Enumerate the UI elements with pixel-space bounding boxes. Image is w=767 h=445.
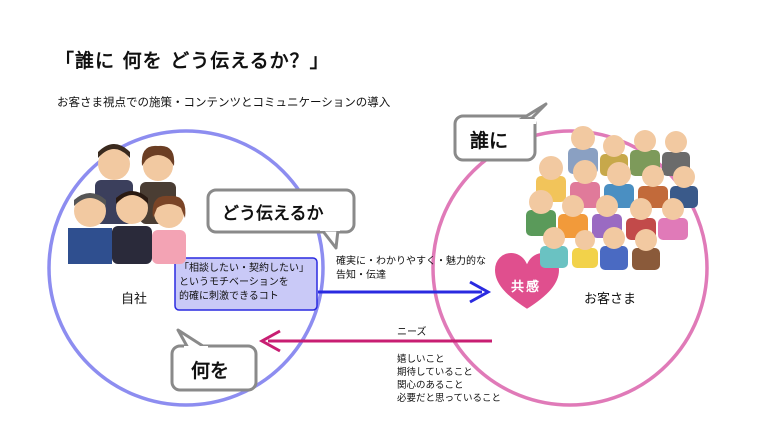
- what-bubble: [170, 328, 258, 392]
- motivation-line: 的確に刺激できるコト: [179, 291, 279, 302]
- delivery-line: 告知・伝達: [336, 270, 386, 281]
- motivation-text: 「相談したい・契約したい」 というモチベーションを 的確に刺激できるコト: [179, 262, 315, 304]
- customer-crowd-icon: [526, 126, 698, 270]
- delivery-text: 確実に・わかりやすく・魅力的な 告知・伝達: [336, 255, 486, 283]
- self-label: 自社: [121, 292, 148, 307]
- motivation-line: 「相談したい・契約したい」: [179, 263, 309, 274]
- customer-label: お客さま: [584, 292, 637, 307]
- delivery-arrow: [318, 280, 492, 304]
- what-bubble-label: 何を: [191, 360, 230, 382]
- self-circle: [47, 129, 325, 407]
- needs-item: 期待していること: [397, 367, 473, 378]
- who-bubble-label: 誰に: [470, 130, 509, 152]
- needs-item: 必要だと思っていること: [397, 393, 502, 404]
- delivery-line: 確実に・わかりやすく・魅力的な: [336, 256, 486, 267]
- motivation-box: [174, 257, 318, 311]
- needs-item: 嬉しいこと: [397, 354, 445, 365]
- empathy-label: 共感: [511, 280, 542, 295]
- people-group-icon: [68, 144, 186, 264]
- customer-circle: [431, 129, 709, 407]
- page-subtitle: お客さま視点での施策・コンテンツとコミュニケーションの導入: [57, 95, 391, 109]
- how-bubble: [206, 188, 356, 250]
- page-title: 「誰に 何を どう伝えるか？」: [55, 50, 330, 72]
- motivation-line: というモチベーションを: [179, 277, 289, 288]
- who-bubble: [453, 102, 548, 162]
- how-bubble-label: どう伝えるか: [222, 204, 324, 224]
- needs-heading: ニーズ: [397, 327, 427, 338]
- needs-item: 関心のあること: [397, 380, 464, 391]
- needs-arrow: [258, 329, 492, 353]
